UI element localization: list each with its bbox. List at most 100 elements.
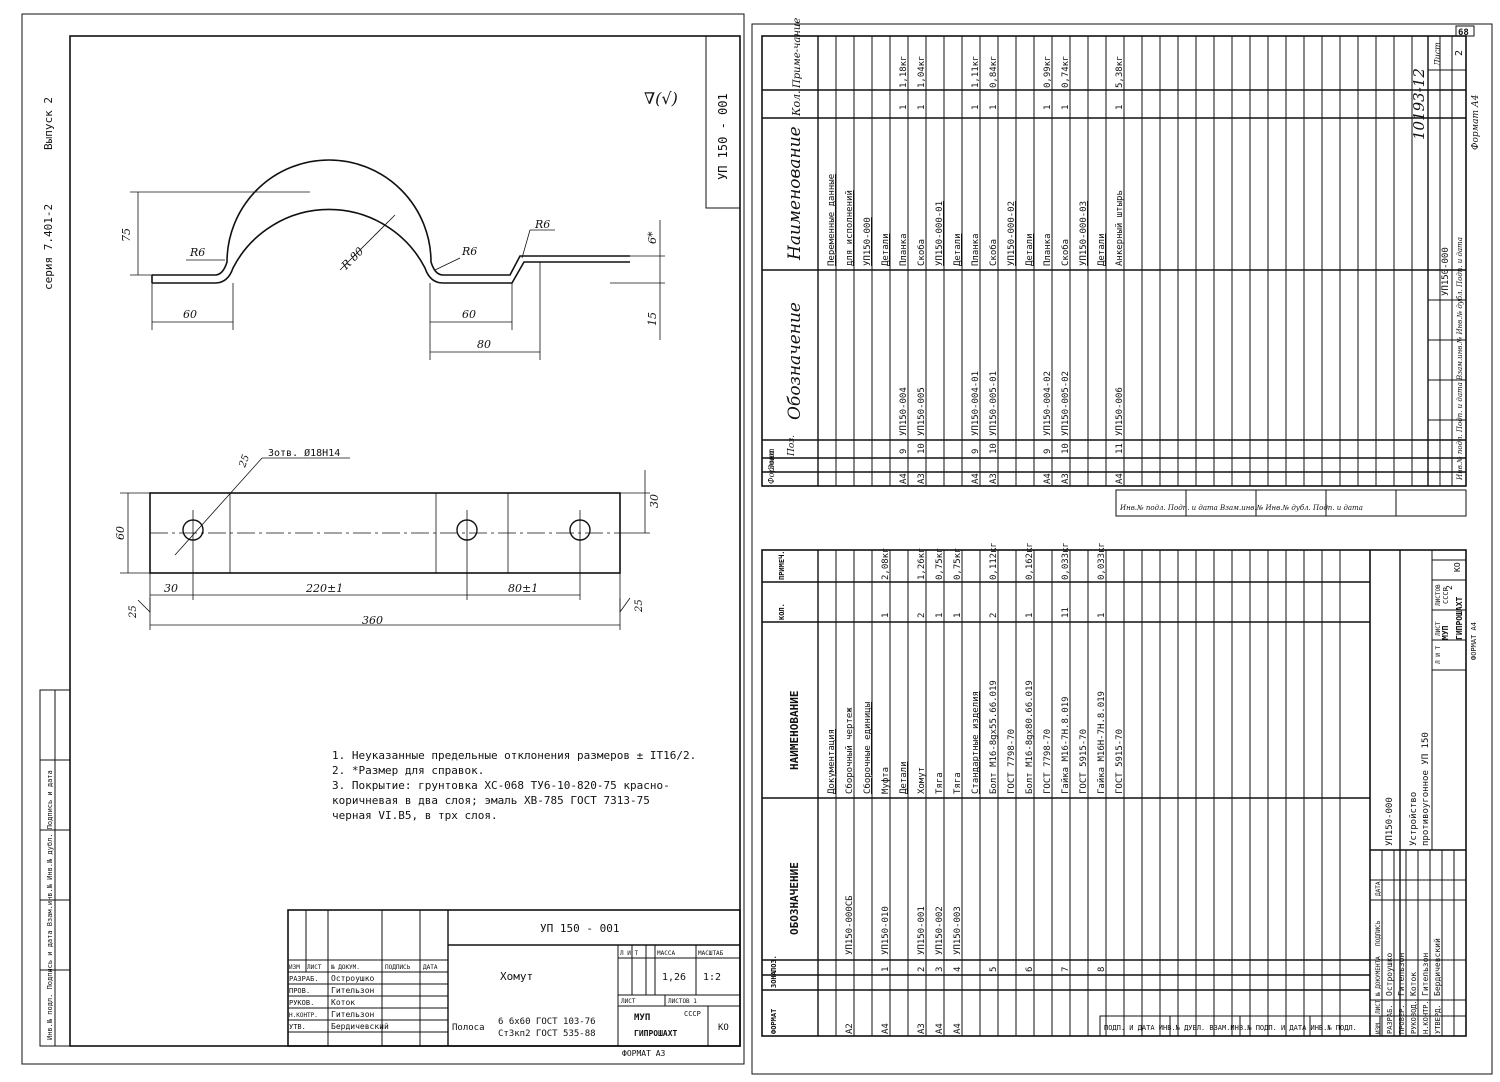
spec-cell-qty: 1 xyxy=(899,105,909,110)
spec-cell-des: УП150-000СБ xyxy=(845,895,855,955)
spec-cell-name: УП150-000-01 xyxy=(935,201,945,266)
spec-cell-pos: 9 xyxy=(971,449,981,454)
stamp-head-row: ИЗМ ЛИСТ № ДОКУМ. ПОДПИСЬ ДАТА xyxy=(289,964,438,971)
spec-cell-name: Скоба xyxy=(988,239,999,266)
stamp-role: Н.КОНТР. xyxy=(1422,1000,1430,1034)
note-line: 1. Неуказанные предельные отклонения раз… xyxy=(332,749,697,762)
top-designation-box xyxy=(705,35,741,209)
spec-cell-des: УП150-004-01 xyxy=(971,371,981,436)
spec-cell-name: Планка xyxy=(899,233,909,266)
stamp-material-3: Ст3кп2 ГОСТ 535-88 xyxy=(498,1029,596,1039)
spec-cell-name: УП150-000 xyxy=(863,217,873,266)
spec-cell-des: УП150-010 xyxy=(881,906,891,955)
stamp-sheet: ЛИСТ xyxy=(1435,621,1442,636)
stamp-name: Коток xyxy=(331,998,355,1007)
stamp-head: ДАТА xyxy=(1375,881,1382,896)
stamp-head: ЛИСТ xyxy=(1375,999,1382,1014)
note-line: 3. Покрытие: грунтовка ХС-068 ТУ6-10-820… xyxy=(332,779,670,792)
stamp-title-2: противоугонное УП 150 xyxy=(1421,732,1431,846)
spec-cell-name: Планка xyxy=(1043,233,1053,266)
spec-cell-name: ГОСТ 5915-70 xyxy=(1079,729,1089,794)
stamp-sheets: ЛИСТОВ xyxy=(1435,584,1442,606)
stamp-title-1: Устройство xyxy=(1409,792,1419,846)
holes-callout: 3отв. Ø18Н14 xyxy=(268,447,340,459)
spec-cell-name: Хомут xyxy=(917,767,927,794)
spec-cell-fmt: А4 xyxy=(899,473,909,484)
stamp-mass: 1,26 xyxy=(662,972,686,983)
stamp-head-sign: ПОДПИСЬ xyxy=(385,964,411,971)
spec-cell-note: 0,75кг xyxy=(953,547,963,580)
left-sheet-outer-frame xyxy=(21,13,745,1065)
spec-cell-qty: 1 xyxy=(989,105,999,110)
stamp-role: УТВ. xyxy=(289,1023,306,1031)
spec-cell-name: ГОСТ 7798-70 xyxy=(1007,729,1017,794)
stamp-format: ФОРМАТ А3 xyxy=(622,1049,666,1058)
spec-cell-qty: 1 xyxy=(917,105,927,110)
spec-cell-des: УП150-001 xyxy=(917,906,927,955)
stamp-lit: Л И Т xyxy=(1435,646,1442,664)
stamp-material-1: Полоса xyxy=(452,1023,485,1033)
spec-cell-qty: 1 xyxy=(1097,613,1107,618)
dim-r6-left: R6 xyxy=(189,246,205,259)
spec-cell-fmt: А4 xyxy=(1043,473,1053,484)
col-name: Наименование xyxy=(785,126,805,261)
stamp-head-list: ЛИСТ xyxy=(307,964,322,971)
stamp-head-doc: № ДОКУМ. xyxy=(331,964,360,971)
spec-cell-name: Анкерный штырь xyxy=(1115,190,1125,266)
spec-cell-note: 5,38кг xyxy=(1115,55,1125,88)
stamp-designation: УП 150 - 001 xyxy=(540,922,619,935)
spec-cell-name: Стандартные изделия xyxy=(971,691,981,794)
stamp-name: Гительзон xyxy=(331,1010,375,1019)
stamp-role: Н.КОНТР. xyxy=(289,1012,318,1019)
spec-cell-des: УП150-004-02 xyxy=(1043,371,1053,436)
stamp-name: Коток xyxy=(1409,972,1418,996)
spec-cell-pos: 3 xyxy=(935,967,945,972)
stamp-role: РАЗРАБ. xyxy=(1386,1004,1394,1034)
col-zone: ЗОНА xyxy=(770,970,778,988)
stamp-role: УТВЕРД. xyxy=(1434,1004,1442,1034)
spec-cell-name: Тяга xyxy=(953,772,963,794)
designation-vertical: УП 150 - 001 xyxy=(716,93,730,180)
spec-cell-name: Болт М16-8gх55.66.019 xyxy=(989,680,999,794)
stamp-name: Бердичевский xyxy=(1433,938,1442,996)
stamp-org-1: МУП xyxy=(1441,625,1450,640)
stamp-name: Гительзон xyxy=(1397,952,1406,996)
spec-top-table xyxy=(761,25,1475,517)
spec-cell-pos: 10 xyxy=(989,443,999,454)
stamp-head-date: ДАТА xyxy=(423,964,438,971)
spec-cell-name: Сборочный чертеж xyxy=(844,707,855,794)
stamp-name: Бердичевский xyxy=(331,1022,389,1031)
stamp-part-name: Хомут xyxy=(500,970,533,983)
spec-cell-des: УП150-005-02 xyxy=(1061,371,1071,436)
spec-cell-name: ГОСТ 5915-70 xyxy=(1115,729,1125,794)
clamp-profile xyxy=(151,159,630,284)
col-note: ПРИМЕЧ. xyxy=(778,550,786,580)
spec-cell-name: для исполнений xyxy=(845,190,855,266)
spec-cell-fmt: А3 xyxy=(917,473,927,484)
spec-top-sheet-label: Лист xyxy=(1433,42,1442,67)
dim-6: 6* xyxy=(646,231,659,244)
stamp-org-code: КО xyxy=(718,1023,729,1033)
col-name: НАИМЕНОВАНИЕ xyxy=(788,691,801,770)
spec-cell-name: Тяга xyxy=(935,772,945,794)
stamp-sheets-label: ЛИСТОВ 1 xyxy=(668,998,697,1005)
spec-bottom-side-stamp: ПОДП. И ДАТА ИНВ.№ ДУБЛ. ВЗАМ.ИНВ.№ ПОДП… xyxy=(1104,1024,1357,1032)
dim-15: 15 xyxy=(646,312,659,326)
spec-cell-note: 2,08кг xyxy=(881,547,891,580)
spec-cell-note: 1,18кг xyxy=(899,55,909,88)
spec-cell-des: УП150-005 xyxy=(917,387,927,436)
spec-cell-pos: 10 xyxy=(917,443,927,454)
spec-cell-name: Муфта xyxy=(881,767,891,794)
dim-r6-mid: R6 xyxy=(461,245,477,258)
dim-30: 30 xyxy=(164,582,178,595)
stamp-org-1: МУП xyxy=(634,1013,650,1023)
spec-cell-des: УП150-002 xyxy=(935,906,945,955)
spec-cell-note: 1,04кг xyxy=(917,55,927,88)
stamp-org-3: ГИПРОШАХТ xyxy=(1455,596,1464,640)
note-line: коричневая в два слоя; эмаль ХВ-785 ГОСТ… xyxy=(332,794,650,807)
spec-cell-name: УП150-000-03 xyxy=(1079,201,1089,266)
spec-cell-qty: 1 xyxy=(1115,105,1125,110)
